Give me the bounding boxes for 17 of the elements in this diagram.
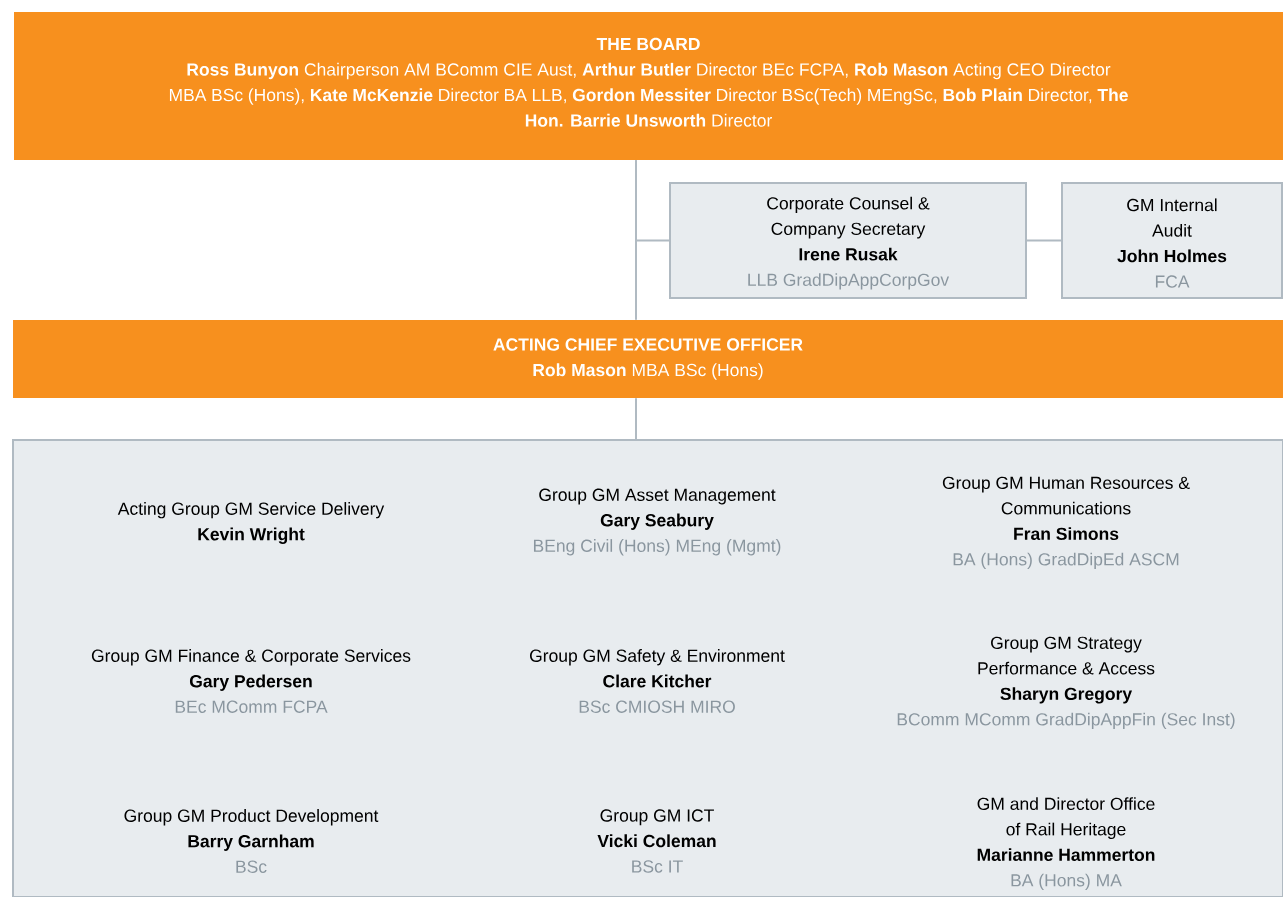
position-box: Corporate Counsel & Company Secretary Irene Rusak LLB GradDipAppCorpGov <box>669 182 1027 299</box>
position-entry: Group GM Finance & Corporate Services Gary Pedersen BEc MComm FCPA <box>91 649 411 713</box>
position-entry: Group GM Safety & Environment Clare Kitcher BSc CMIOSH MIRO <box>530 649 785 713</box>
position-entry: Group GM ICT Vicki Coleman BSc IT <box>597 809 716 873</box>
position-entry: Group GM Product Development Barry Garnham BSc <box>124 809 379 873</box>
team-panel <box>12 439 1283 897</box>
position-entry: Group GM Human Resources & Communications Fran Simons BA (Hons) GradDipEd ASCM <box>942 476 1190 569</box>
position-box: GM Internal Audit John Holmes FCA <box>1061 182 1283 299</box>
position-entry: Acting Group GM Service Delivery Kevin Wright <box>117 502 385 544</box>
position-entry: Group GM Strategy Performance & Access Sharyn Gregory BComm MComm GradDipAppFin (Sec Inst) <box>897 636 1235 729</box>
connector-line <box>635 159 670 242</box>
connector-line <box>635 397 637 440</box>
executive-banner: ACTING CHIEF EXECUTIVE OFFICER Rob Mason MBA BSc (Hons) <box>13 320 1283 398</box>
connector-line <box>1026 239 1062 242</box>
board-banner: THE BOARD Ross Bunyon Chairperson AM BComm CIE Aust, Arthur Butler Director BEc FCPA, Rob Mason Acting CEO Director MBA BSc (Hons), Kate McKenzie Director BA LLB, Gordon Messiter Director BSc(Tech) MEngSc, Bob Plain Director, The Hon. Barrie Unsworth Director <box>14 12 1283 160</box>
position-entry: GM and Director Office of Rail Heritage Marianne Hammerton BA (Hons) MA <box>977 797 1155 890</box>
position-entry: Group GM Asset Management Gary Seabury BEng Civil (Hons) MEng (Mgmt) <box>534 488 781 556</box>
